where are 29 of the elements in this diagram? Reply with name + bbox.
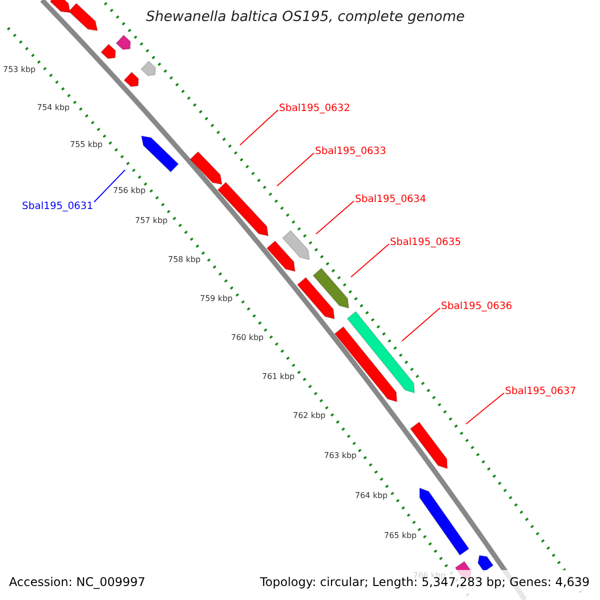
scale-label: 757 kbp — [135, 217, 168, 225]
accession-text: Accession: NC_009997 — [9, 576, 146, 588]
scale-label: 765 kbp — [384, 532, 417, 540]
scale-label: 759 kbp — [200, 295, 233, 303]
gene-label: Sbal195_0635 — [390, 238, 462, 248]
map-title: Shewanella baltica OS195, complete genome — [146, 10, 465, 24]
leader-line — [316, 200, 354, 234]
gene-label: Sbal195_0636 — [441, 302, 512, 312]
leader-line — [240, 110, 278, 146]
scale-label: 764 kbp — [355, 492, 388, 500]
leader-line — [402, 308, 440, 342]
gene-label: Sbal195_0631 — [22, 202, 94, 212]
leader-line — [350, 244, 390, 278]
leader-line — [94, 170, 126, 202]
gene-label: Sbal195_0637 — [505, 387, 576, 397]
scale-label: 754 kbp — [37, 104, 70, 112]
scale-label: 758 kbp — [168, 256, 201, 264]
scale-label: 756 kbp — [113, 187, 146, 195]
scale-label: 761 kbp — [262, 373, 295, 381]
gene-label: Sbal195_0632 — [279, 104, 350, 114]
gene-label: Sbal195_0634 — [355, 195, 426, 205]
scale-label: 762 kbp — [293, 412, 326, 420]
scale-label: 763 kbp — [324, 452, 357, 460]
scale-label: 753 kbp — [3, 66, 36, 74]
scale-label: 760 kbp — [231, 334, 264, 342]
gene-label: Sbal195_0633 — [315, 147, 386, 157]
leader-line — [466, 392, 504, 424]
scale-label: 755 kbp — [70, 141, 103, 149]
leader-line — [276, 152, 314, 186]
